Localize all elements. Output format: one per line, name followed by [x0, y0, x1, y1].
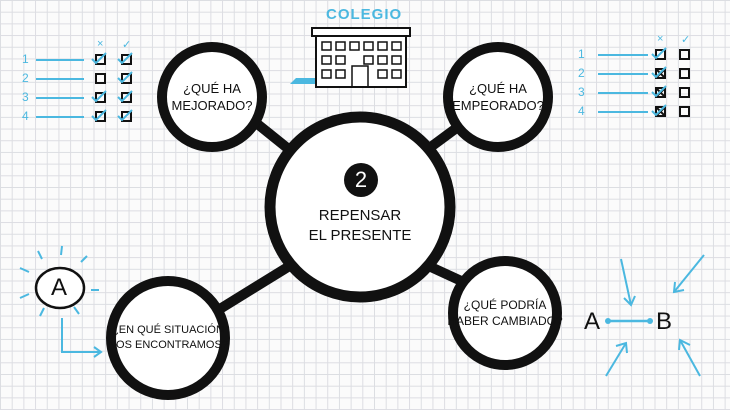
circled-a-letter: A	[51, 274, 68, 301]
circled-a-icon	[19, 245, 103, 358]
center-label: REPENSAR EL PRESENTE	[308, 207, 412, 244]
left-row-1: 1	[22, 52, 29, 66]
right-checklist	[598, 47, 690, 117]
bubble-worsened	[443, 42, 553, 152]
left-row-2: 2	[22, 71, 29, 85]
right-row-2: 2	[578, 66, 585, 80]
bubble-situation	[106, 276, 230, 400]
point-a-label: A	[584, 308, 601, 335]
left-checklist	[36, 52, 133, 122]
a-to-b-diagram	[605, 254, 705, 377]
bubble-situation-label: ¿EN QUÉ SITUACIÓN NOS ENCONTRAMOS?	[108, 324, 228, 351]
school-label: COLEGIO	[326, 6, 403, 23]
right-row-4: 4	[578, 104, 585, 118]
step-number-badge: 2	[344, 163, 378, 197]
point-b-label: B	[656, 308, 673, 335]
center-circle	[264, 111, 456, 303]
right-col-check: ✓	[681, 34, 691, 46]
right-row-1: 1	[578, 47, 585, 61]
bubble-improved-label: ¿QUÉ HA MEJORADO?	[171, 81, 253, 113]
left-row-4: 4	[22, 109, 29, 123]
bubble-changed-label: ¿QUÉ PODRÍA HABER CAMBIADO?	[447, 298, 563, 328]
left-col-x: ×	[97, 38, 104, 50]
right-row-3: 3	[578, 85, 585, 99]
left-col-check: ✓	[122, 39, 132, 51]
bubble-changed	[448, 256, 562, 370]
connector-situation	[212, 257, 299, 317]
bubble-improved	[157, 42, 267, 152]
left-row-3: 3	[22, 90, 29, 104]
bubble-worsened-label: ¿QUÉ HA EMPEORADO?	[452, 81, 544, 113]
school-building-icon	[290, 27, 411, 88]
right-col-x: ×	[657, 33, 664, 45]
